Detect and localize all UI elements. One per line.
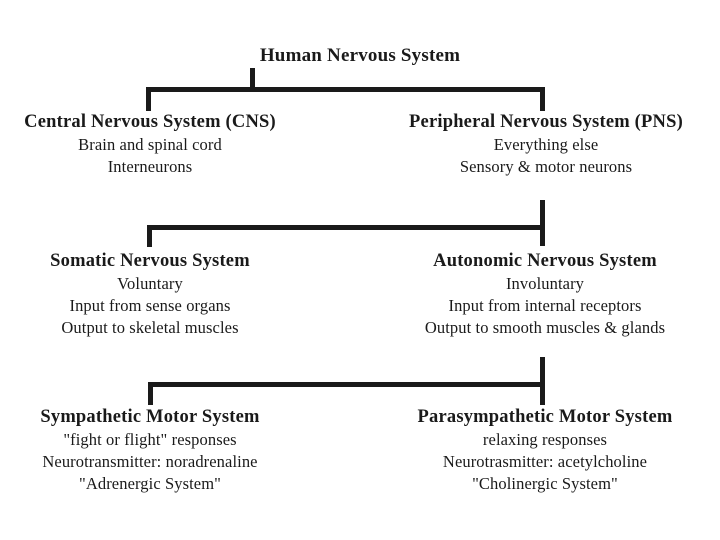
connector-level2-crossbar xyxy=(146,87,545,92)
node-detail-line: Output to smooth muscles & glands xyxy=(424,318,666,337)
node-autonomic-nervous-system: Autonomic Nervous System Involuntary Inp… xyxy=(370,249,720,339)
node-somatic-nervous-system: Somatic Nervous System Voluntary Input f… xyxy=(0,249,300,339)
connector-root-stem xyxy=(250,68,255,92)
node-heading: Autonomic Nervous System xyxy=(433,251,657,271)
node-detail-line: Sensory & motor neurons xyxy=(459,157,633,176)
connector-pns-stem xyxy=(540,200,545,246)
node-human-nervous-system: Human Nervous System xyxy=(0,44,720,68)
node-detail-line: Input from internal receptors xyxy=(448,296,642,315)
node-detail-line: Involuntary xyxy=(505,274,585,293)
node-detail-line: Output to skeletal muscles xyxy=(61,318,239,337)
node-detail-line: "Adrenergic System" xyxy=(79,474,221,493)
connector-level4-left-drop xyxy=(148,382,153,405)
node-detail-line: Input from sense organs xyxy=(69,296,231,315)
node-central-nervous-system: Central Nervous System (CNS) Brain and s… xyxy=(0,110,300,178)
connector-level2-right-drop xyxy=(540,87,545,111)
node-detail-line: Everything else xyxy=(493,135,599,154)
node-detail-line: "Cholinergic System" xyxy=(472,474,618,493)
node-detail-line: Voluntary xyxy=(117,274,183,293)
connector-level2-left-drop xyxy=(146,87,151,111)
node-heading: Peripheral Nervous System (PNS) xyxy=(409,112,683,132)
node-detail-line: Interneurons xyxy=(107,157,193,176)
node-detail-line: Neurotransmitter: noradrenaline xyxy=(42,452,258,471)
node-parasympathetic-motor-system: Parasympathetic Motor System relaxing re… xyxy=(370,405,720,495)
connector-level4-crossbar xyxy=(148,382,545,387)
node-detail-line: Neurotrasmitter: acetylcholine xyxy=(442,452,648,471)
node-detail-line: relaxing responses xyxy=(482,430,608,449)
node-heading: Human Nervous System xyxy=(259,45,461,66)
connector-autonomic-stem xyxy=(540,357,545,405)
node-heading: Parasympathetic Motor System xyxy=(417,407,673,427)
node-sympathetic-motor-system: Sympathetic Motor System "fight or fligh… xyxy=(0,405,300,495)
node-detail-line: Brain and spinal cord xyxy=(78,135,222,154)
connector-level3-crossbar xyxy=(147,225,545,230)
node-heading: Sympathetic Motor System xyxy=(40,407,260,427)
node-heading: Central Nervous System (CNS) xyxy=(24,112,276,132)
node-heading: Somatic Nervous System xyxy=(50,251,250,271)
node-detail-line: "fight or flight" responses xyxy=(63,430,237,449)
node-peripheral-nervous-system: Peripheral Nervous System (PNS) Everythi… xyxy=(386,110,706,178)
connector-level3-left-drop xyxy=(147,225,152,247)
